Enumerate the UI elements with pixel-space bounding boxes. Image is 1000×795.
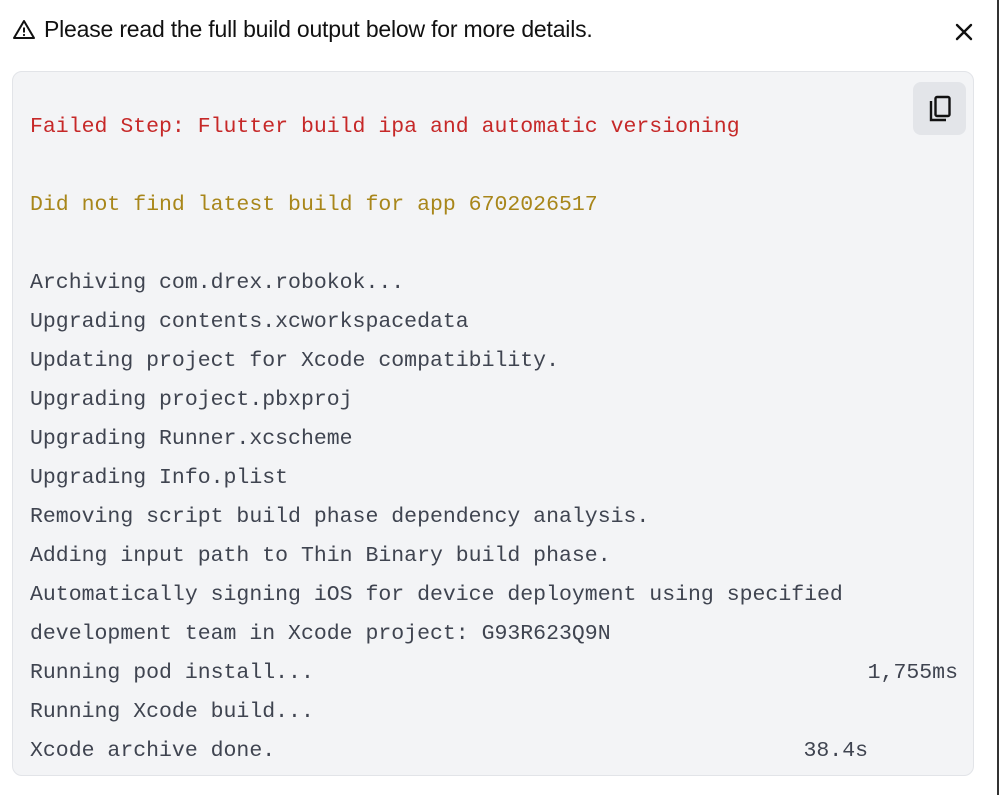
log-line: Removing script build phase dependency a…: [30, 505, 650, 529]
log-line-archive-done: Xcode archive done. 38.4s: [30, 732, 958, 771]
dialog-header: Please read the full build output below …: [12, 16, 593, 43]
dialog-title: Please read the full build output below …: [44, 16, 593, 42]
warning-icon: [13, 19, 35, 39]
log-line-text: Running pod install...: [30, 661, 314, 685]
window-edge: [997, 0, 999, 795]
log-line: Running Xcode build...: [30, 700, 314, 724]
log-line: Upgrading Info.plist: [30, 466, 289, 490]
build-log: Failed Step: Flutter build ipa and autom…: [30, 108, 958, 771]
log-line: Upgrading project.pbxproj: [30, 388, 353, 412]
copy-icon: [929, 95, 951, 121]
log-warning-line: Did not find latest build for app 670202…: [30, 193, 598, 217]
log-line-pod-install: Running pod install... 1,755ms: [30, 654, 958, 693]
log-error-line: Failed Step: Flutter build ipa and autom…: [30, 115, 740, 139]
log-line: Archiving com.drex.robokok...: [30, 271, 405, 295]
copy-button[interactable]: [913, 82, 966, 135]
close-icon[interactable]: [950, 18, 978, 46]
log-line: Updating project for Xcode compatibility…: [30, 349, 559, 373]
build-output-panel: Failed Step: Flutter build ipa and autom…: [12, 71, 974, 776]
log-line: Adding input path to Thin Binary build p…: [30, 544, 611, 568]
log-line-text: Xcode archive done.: [30, 739, 276, 763]
log-line: Automatically signing iOS for device dep…: [30, 583, 843, 607]
pod-install-time: 1,755ms: [867, 661, 958, 685]
log-line: Upgrading contents.xcworkspacedata: [30, 310, 469, 334]
log-line: development team in Xcode project: G93R6…: [30, 622, 611, 646]
archive-time: 38.4s: [803, 739, 868, 763]
log-line: Upgrading Runner.xcscheme: [30, 427, 353, 451]
